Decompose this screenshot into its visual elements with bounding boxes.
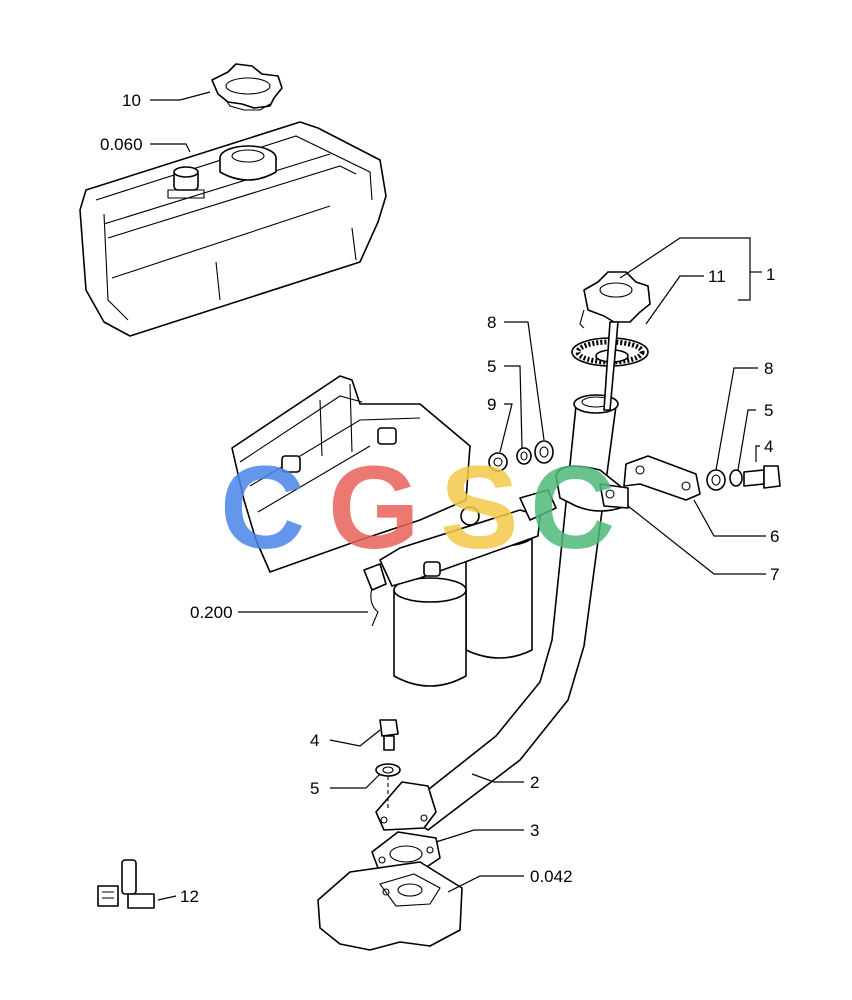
cylinder-head [231, 375, 471, 573]
callout-0042: 0.042 [530, 867, 573, 886]
callout-8-left: 8 [487, 313, 496, 332]
callout-12: 12 [180, 887, 199, 906]
callout-11: 11 [708, 267, 726, 286]
watermark-letter-c1: C [220, 442, 305, 574]
callout-0200: 0.200 [190, 603, 233, 622]
callout-7: 7 [770, 565, 779, 584]
bolt-washer-set-right [706, 465, 781, 491]
fuel-filters [363, 489, 557, 687]
callout-4-lower: 4 [310, 731, 319, 750]
watermark-letter-c2: C [530, 442, 615, 574]
watermark-letter-g: G [328, 442, 420, 574]
callout-3: 3 [530, 821, 539, 840]
callout-4-right: 4 [764, 437, 773, 456]
callout-9: 9 [487, 395, 496, 414]
callout-1: 1 [766, 265, 775, 284]
callout-10: 10 [122, 91, 141, 110]
part-6-bracket [623, 455, 701, 501]
part-12-sealant-kit [97, 859, 155, 909]
callout-2: 2 [530, 773, 539, 792]
callout-6: 6 [770, 527, 779, 546]
callout-5-right: 5 [764, 401, 773, 420]
callout-labels: 10 0.060 1 11 8 5 9 8 5 4 6 7 0.200 4 5 … [100, 91, 779, 906]
part-10-filler-cap [211, 63, 283, 111]
oil-sump-section [317, 861, 463, 951]
rocker-cover [79, 121, 387, 337]
watermark: C G S C [220, 442, 615, 574]
callout-5-left: 5 [487, 357, 496, 376]
bolt-washer-set-lower [375, 719, 401, 810]
callout-5-lower: 5 [310, 779, 319, 798]
leader-lines [150, 91, 766, 901]
watermark-letter-s: S [440, 442, 519, 574]
part-1-dipstick [579, 271, 651, 411]
callout-0060: 0.060 [100, 135, 143, 154]
part-7-clamp [555, 465, 629, 512]
nut-washer-set-left [488, 440, 554, 472]
callout-8-right: 8 [764, 359, 773, 378]
